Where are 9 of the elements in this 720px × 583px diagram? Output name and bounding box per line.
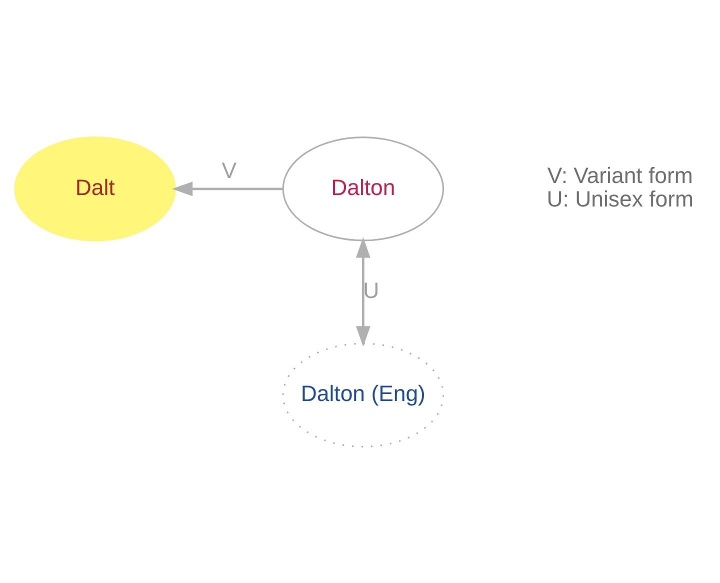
arrow <box>356 236 370 346</box>
node-ellipse: Dalton (Eng) <box>282 342 444 447</box>
edge-label: U <box>363 277 380 302</box>
label: U: Unisex form <box>546 186 694 212</box>
label: V: Variant form <box>547 162 693 188</box>
node-ellipse: Dalton <box>282 136 444 241</box>
node-ellipse: Dalt <box>14 136 176 241</box>
arrow <box>172 181 283 196</box>
edge-label: V <box>222 158 237 183</box>
